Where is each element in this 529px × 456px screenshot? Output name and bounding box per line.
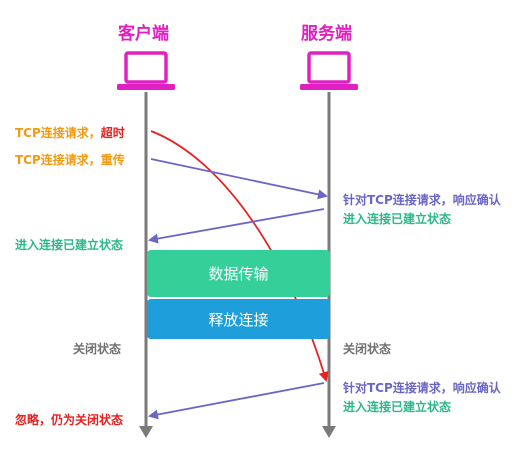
- client-timeout-suffix: 超时: [100, 126, 125, 140]
- server-established-label-1: 进入连接已建立状态: [343, 212, 452, 226]
- client-timeout-prefix: TCP连接请求，: [15, 126, 101, 140]
- client-title: 客户端: [118, 24, 169, 44]
- ack-response-arrow-2: [148, 382, 325, 420]
- server-laptop-icon: [300, 51, 358, 90]
- server-established-label-2: 进入连接已建立状态: [343, 400, 452, 414]
- data-transfer-block: 数据传输: [147, 250, 330, 297]
- release-connection-label: 释放连接: [208, 310, 269, 329]
- client-ignore-label: 忽略，仍为关闭状态: [15, 413, 124, 427]
- client-lifeline-arrowhead: [139, 426, 153, 438]
- client-closed-label: 关闭状态: [73, 342, 122, 356]
- resend-request-arrow: [150, 158, 328, 200]
- client-timeout-label: TCP连接请求，超时: [15, 126, 125, 140]
- release-connection-block: 释放连接: [147, 299, 330, 339]
- server-closed-label: 关闭状态: [343, 342, 392, 356]
- ack-response-arrow-1: [148, 208, 325, 244]
- server-ack-label-1: 针对TCP连接请求，响应确认: [343, 193, 501, 207]
- server-ack-label-2: 针对TCP连接请求，响应确认: [343, 381, 501, 395]
- server-title: 服务端: [301, 24, 352, 44]
- data-transfer-label: 数据传输: [208, 265, 269, 283]
- client-resend-label: TCP连接请求，重传: [15, 153, 125, 167]
- server-lifeline-arrowhead: [322, 426, 336, 438]
- client-laptop-icon: [117, 51, 175, 90]
- client-established-label: 进入连接已建立状态: [15, 238, 124, 252]
